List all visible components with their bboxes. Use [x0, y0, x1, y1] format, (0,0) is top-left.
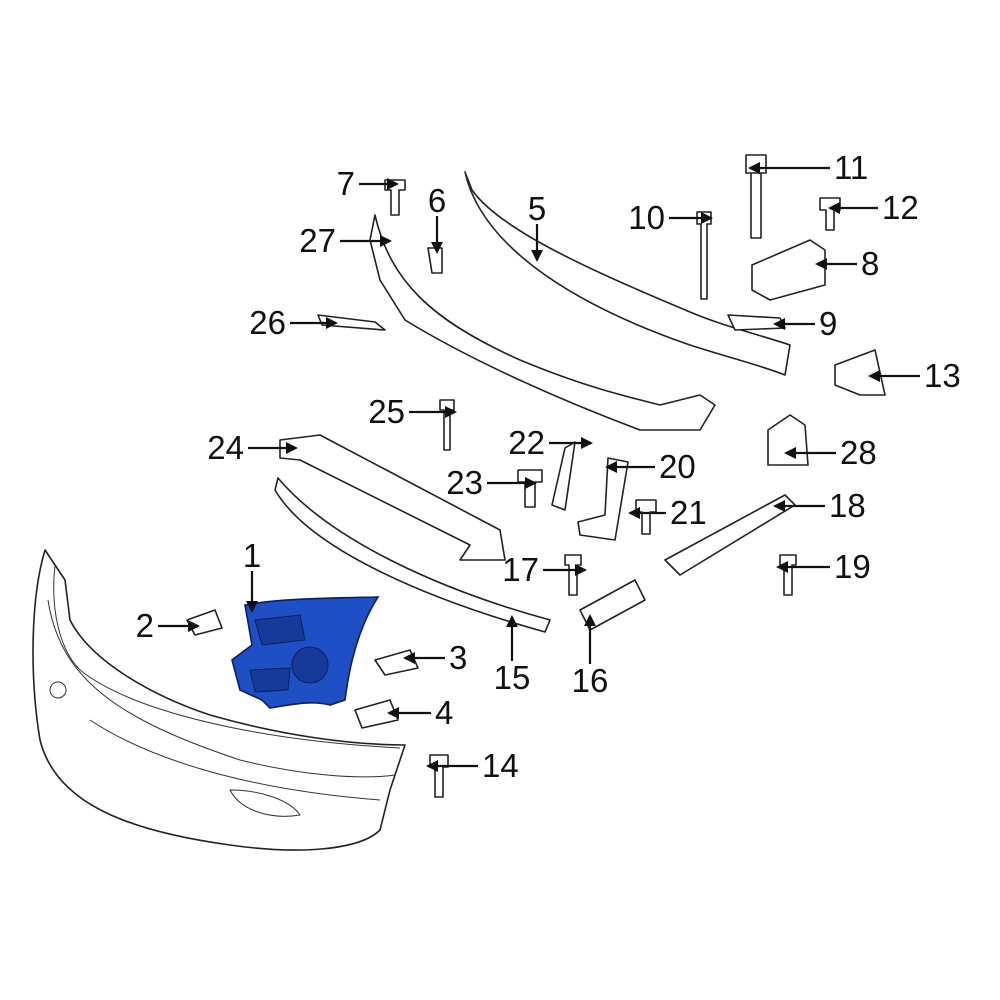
callout-12: 12 [828, 189, 919, 226]
callout-27: 27 [299, 222, 392, 259]
callout-number: 1 [243, 537, 261, 574]
callout-number: 5 [528, 190, 546, 227]
arrowhead-icon [628, 507, 640, 519]
arrowhead-icon [506, 615, 518, 627]
callout-23: 23 [446, 464, 537, 501]
callout-1: 1 [243, 537, 261, 613]
arrowhead-icon [531, 250, 543, 262]
callout-15: 15 [494, 615, 531, 696]
arrowhead-icon [581, 437, 593, 449]
callout-number: 16 [572, 662, 609, 699]
callout-11: 11 [748, 149, 868, 186]
part-5-reinforcement [464, 171, 791, 376]
small-parts [186, 154, 886, 798]
arrowhead-icon [773, 318, 785, 330]
callout-24: 24 [207, 429, 298, 466]
arrowhead-icon [784, 447, 796, 459]
callout-6: 6 [428, 182, 446, 254]
arrowhead-icon [326, 317, 338, 329]
arrowhead-icon [605, 461, 617, 473]
bumper-cover [32, 549, 406, 851]
callout-8: 8 [815, 245, 879, 282]
callout-3: 3 [403, 639, 467, 676]
callout-number: 9 [819, 305, 837, 342]
callout-2: 2 [136, 607, 200, 644]
callout-number: 17 [502, 551, 539, 588]
callout-number: 8 [861, 245, 879, 282]
callout-28: 28 [784, 434, 877, 471]
arrowhead-icon [387, 178, 399, 190]
callout-21: 21 [628, 494, 707, 531]
callout-number: 20 [659, 448, 696, 485]
arrowhead-icon [246, 601, 258, 613]
arrowhead-icon [431, 242, 443, 254]
callout-number: 3 [449, 639, 467, 676]
part-27-absorber [369, 214, 716, 431]
callout-13: 13 [868, 357, 961, 394]
arrowhead-icon [584, 614, 596, 626]
callout-number: 27 [299, 222, 336, 259]
callout-number: 24 [207, 429, 244, 466]
callout-number: 21 [670, 494, 707, 531]
callout-number: 25 [368, 393, 405, 430]
callout-9: 9 [773, 305, 837, 342]
callout-16: 16 [572, 614, 609, 699]
callout-25: 25 [368, 393, 457, 430]
callout-4: 4 [387, 694, 453, 731]
callout-number: 18 [829, 487, 866, 524]
callout-number: 28 [840, 434, 877, 471]
callout-17: 17 [502, 551, 587, 588]
arrowhead-icon [387, 707, 399, 719]
callout-number: 11 [834, 149, 868, 186]
callout-7: 7 [337, 165, 399, 202]
callout-number: 14 [482, 747, 519, 784]
arrowhead-icon [286, 442, 298, 454]
callout-number: 6 [428, 182, 446, 219]
arrowhead-icon [748, 162, 760, 174]
callout-number: 19 [834, 548, 871, 585]
callout-5: 5 [528, 190, 546, 262]
callout-10: 10 [628, 199, 713, 236]
callout-number: 15 [494, 659, 531, 696]
arrowhead-icon [773, 500, 785, 512]
callout-14: 14 [426, 747, 519, 784]
callout-number: 12 [882, 189, 919, 226]
callout-22: 22 [508, 424, 593, 461]
callout-18: 18 [773, 487, 866, 524]
part-1-bracket-highlighted [231, 596, 380, 709]
arrowhead-icon [403, 652, 415, 664]
callout-number: 7 [337, 165, 355, 202]
arrowhead-icon [575, 564, 587, 576]
callout-number: 10 [628, 199, 665, 236]
arrowhead-icon [868, 370, 880, 382]
callout-number: 26 [249, 304, 286, 341]
arrowhead-icon [701, 212, 713, 224]
arrowhead-icon [828, 202, 840, 214]
callout-26: 26 [249, 304, 338, 341]
callout-19: 19 [776, 548, 871, 585]
arrowhead-icon [776, 561, 788, 573]
callout-number: 4 [435, 694, 453, 731]
arrowhead-icon [426, 760, 438, 772]
arrowhead-icon [525, 477, 537, 489]
arrowhead-icon [445, 406, 457, 418]
arrowhead-icon [815, 258, 827, 270]
callout-number: 23 [446, 464, 483, 501]
callout-number: 13 [924, 357, 961, 394]
callout-number: 22 [508, 424, 545, 461]
callout-20: 20 [605, 448, 696, 485]
arrowhead-icon [380, 235, 392, 247]
arrowhead-icon [188, 620, 200, 632]
callout-number: 2 [136, 607, 154, 644]
